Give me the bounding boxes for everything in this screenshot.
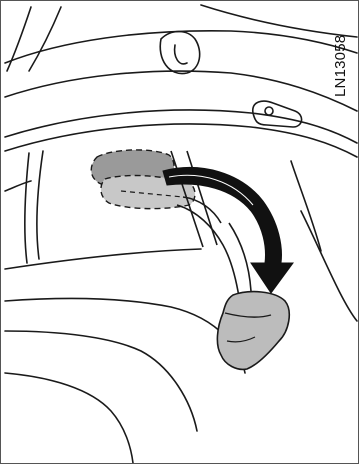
lower-panel-line xyxy=(5,249,201,269)
opening-left-detail xyxy=(5,181,31,191)
lower-contour-line xyxy=(5,299,245,373)
panel-edge-line xyxy=(5,31,357,63)
figure-code: LN13058 xyxy=(330,7,352,97)
right-inner-line xyxy=(291,161,321,251)
panel-crease-line xyxy=(5,71,357,111)
hook-icon xyxy=(160,32,199,74)
lower-contour-line-2 xyxy=(5,331,197,431)
panel-side-line xyxy=(7,7,31,71)
lower-contour-line-3 xyxy=(5,373,133,463)
right-side-line xyxy=(301,211,357,321)
opening-left-inner xyxy=(37,151,43,259)
plug-cap-icon xyxy=(217,292,289,370)
opening-left-edge xyxy=(25,153,29,263)
opening-inner-top xyxy=(5,124,357,157)
panel-side-line-2 xyxy=(29,7,61,71)
